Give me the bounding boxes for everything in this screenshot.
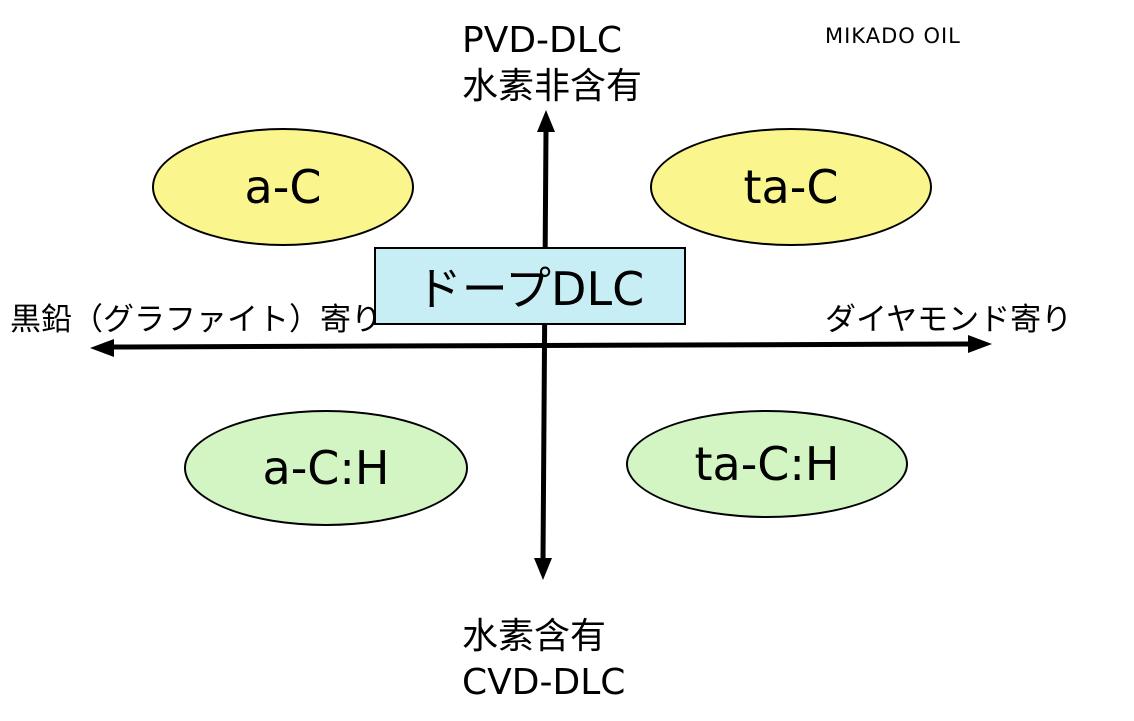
quadrant-a-c-h-label: a-C:H xyxy=(262,441,390,495)
left-arrowhead xyxy=(90,339,114,357)
top-axis-label: PVD-DLC 水素非含有 xyxy=(462,18,642,110)
bottom-arrowhead xyxy=(534,558,552,580)
quadrant-ta-c-h-label: ta-C:H xyxy=(694,437,840,491)
right-arrowhead xyxy=(968,335,992,353)
doped-dlc-label: ドープDLC xyxy=(415,262,645,316)
quadrant-a-c-label: a-C xyxy=(244,160,322,214)
bottom-axis-label-line2: CVD-DLC xyxy=(462,662,626,703)
watermark-text: MIKADO OIL xyxy=(825,24,961,48)
vertical-axis xyxy=(540,129,549,561)
quadrant-ta-c-h: ta-C:H xyxy=(626,410,908,518)
bottom-axis-label: 水素含有 CVD-DLC xyxy=(462,614,625,706)
doped-dlc-box: ドープDLC xyxy=(374,247,686,325)
quadrant-a-c: a-C xyxy=(152,128,414,246)
top-axis-label-line2: 水素非含有 xyxy=(462,66,643,107)
top-axis-label-line1: PVD-DLC xyxy=(462,20,622,61)
quadrant-a-c-h: a-C:H xyxy=(184,410,468,526)
quadrant-ta-c-label: ta-C xyxy=(743,160,839,214)
top-arrowhead xyxy=(537,110,555,132)
left-axis-label: 黒鉛（グラファイト）寄り xyxy=(10,302,382,338)
quadrant-ta-c: ta-C xyxy=(650,128,932,246)
right-axis-label: ダイヤモンド寄り xyxy=(825,302,1073,338)
bottom-axis-label-line1: 水素含有 xyxy=(462,616,607,657)
